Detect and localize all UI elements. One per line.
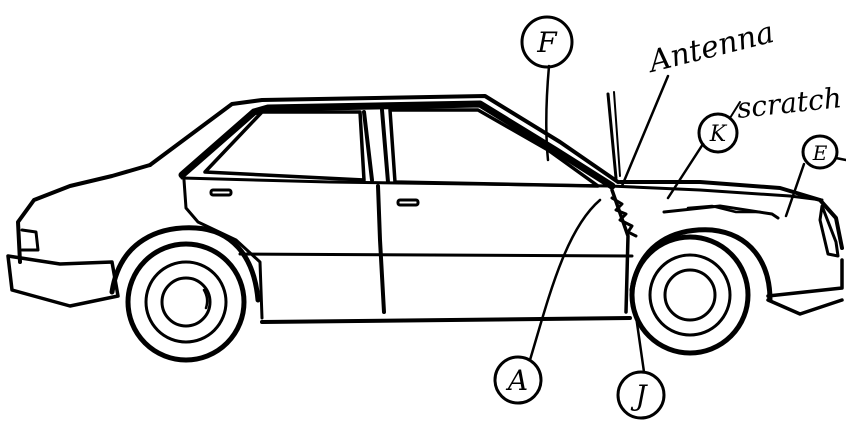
lower-body-line: [240, 254, 632, 256]
rocker-line: [262, 318, 630, 322]
headlight: [820, 206, 838, 256]
front-wheel: [632, 237, 748, 353]
scratch-note: scratch: [735, 81, 843, 125]
rear-bumper: [8, 256, 118, 306]
callout-j-label: J: [630, 379, 648, 412]
door-gap: [378, 186, 384, 312]
rear-door-handle: [211, 190, 231, 195]
antenna-note: Antenna: [643, 15, 778, 80]
callout-e-label: E: [812, 141, 828, 165]
rear-door-line: [184, 180, 262, 318]
front-door-handle: [398, 200, 418, 205]
rear-window: [205, 112, 364, 180]
front-bumper: [768, 260, 842, 314]
b-pillar: [364, 110, 388, 182]
rear-wheel: [128, 244, 244, 360]
front-door-line: [612, 190, 628, 312]
callout-a-label: A: [505, 364, 528, 397]
antenna-leader: [622, 76, 668, 186]
callout-k-label: K: [709, 122, 728, 147]
tail-light: [22, 230, 38, 250]
callout-f-label: F: [536, 26, 558, 59]
beltline: [182, 178, 822, 200]
